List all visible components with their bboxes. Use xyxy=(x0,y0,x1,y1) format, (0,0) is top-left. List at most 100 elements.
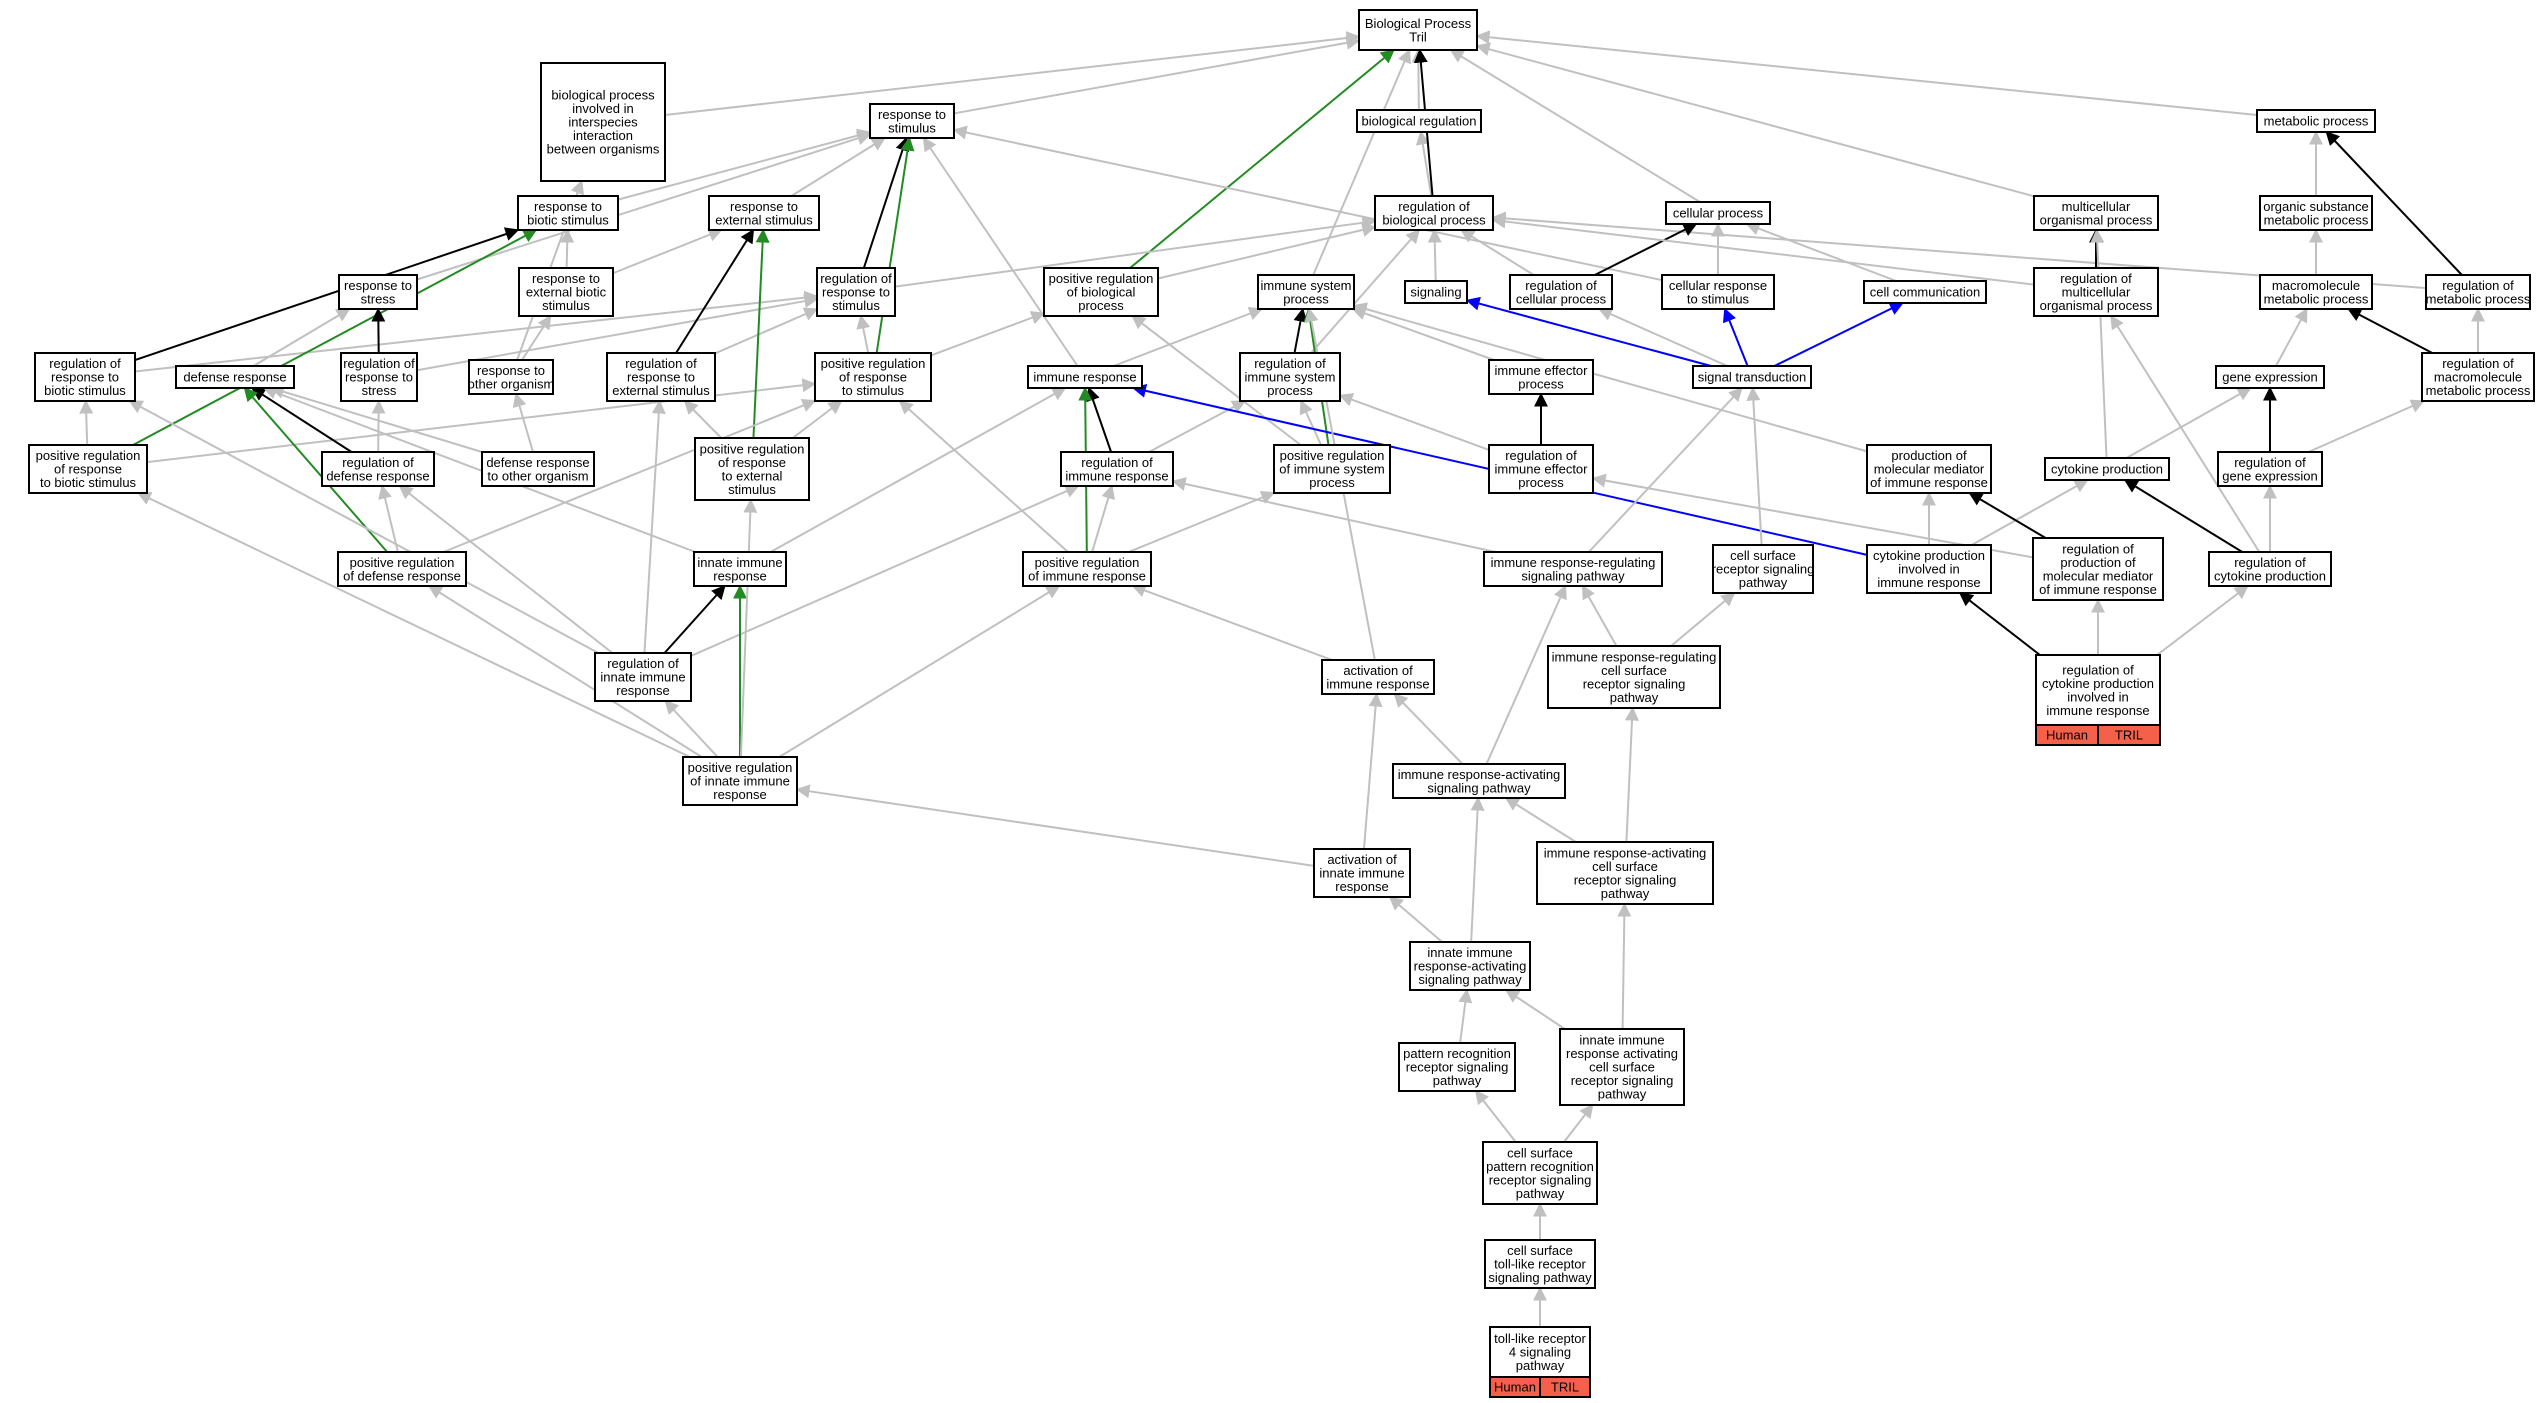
node-label-line: interaction xyxy=(573,128,633,143)
node-label-line: organismal process xyxy=(2040,298,2153,313)
node-label-line: cytokine production xyxy=(1873,548,1985,563)
go-term-node-sig_trans[interactable]: signal transduction xyxy=(1692,365,1812,389)
edge-innate_ira_csr-to-ira_csr xyxy=(1617,902,1632,1030)
node-label-line: Biological Process xyxy=(1365,16,1472,31)
go-term-node-cell_proc[interactable]: cellular process xyxy=(1665,201,1771,225)
node-label-line: activation of xyxy=(1343,663,1413,678)
go-term-node-metab[interactable]: metabolic process xyxy=(2256,109,2376,133)
node-box xyxy=(2035,654,2161,726)
edge-reg_imm_resp-to-imm_resp xyxy=(1086,386,1113,453)
node-box xyxy=(682,756,798,806)
node-label-line: innate immune xyxy=(697,555,782,570)
go-term-node-bio_reg[interactable]: biological regulation xyxy=(1356,109,1482,133)
node-label-line: immune system xyxy=(1244,370,1335,385)
node-box xyxy=(1866,444,1992,494)
node-label-line: response xyxy=(713,787,766,802)
go-term-node-gene_exp[interactable]: gene expression xyxy=(2215,365,2325,389)
node-label-line: defense response xyxy=(183,370,286,385)
node-box xyxy=(693,551,787,587)
edge-sig_trans-to-signaling xyxy=(1465,296,1712,367)
node-label-line: external biotic xyxy=(526,285,607,300)
edge-pos_reg_def-to-reg_def xyxy=(378,484,399,553)
node-box xyxy=(2421,352,2535,402)
edge-reg_prod_mol_med-to-prod_mol_med xyxy=(1968,492,2047,539)
node-label-line: regulation of xyxy=(2234,455,2306,470)
node-label-line: response to xyxy=(730,199,798,214)
edge-reg_resp_stim-to-reg_bio xyxy=(894,215,1377,288)
edge-reg_innate-to-reg_def xyxy=(398,485,614,654)
go-term-node-imm_resp[interactable]: immune response xyxy=(1027,365,1143,389)
node-label-line: metabolic process xyxy=(2426,291,2531,306)
edge-pos_reg_innate-to-pos_reg_resp_ext xyxy=(739,498,758,758)
go-term-node-signaling[interactable]: signaling xyxy=(1404,280,1468,304)
node-label-line: immune response xyxy=(1033,370,1136,385)
go-term-node-innate_ira[interactable]: innate immuneresponse-activatingsignalin… xyxy=(1409,941,1531,991)
node-label-line: innate immune xyxy=(600,670,685,685)
go-term-node-cell_comm[interactable]: cell communication xyxy=(1863,280,1987,304)
node-box xyxy=(1536,841,1714,905)
node-box xyxy=(540,62,666,182)
node-label-line: cell surface xyxy=(1589,1060,1655,1075)
go-term-node-cyt_prod[interactable]: cytokine production xyxy=(2044,457,2170,481)
go-term-node-def_resp[interactable]: defense response xyxy=(175,365,295,389)
edge-reg_resp_biotic-to-resp_biotic xyxy=(134,227,520,361)
